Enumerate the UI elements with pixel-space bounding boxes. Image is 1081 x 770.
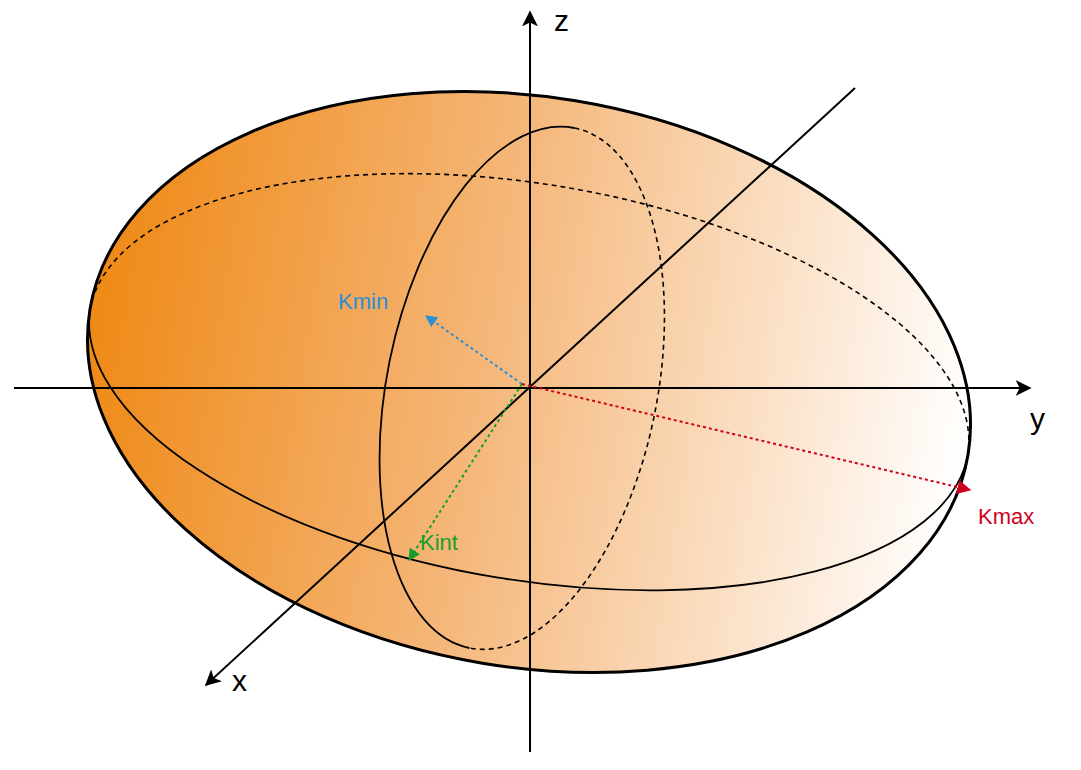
axis-label: z [554, 4, 569, 37]
section-front [380, 127, 575, 648]
axis-label: x [232, 664, 247, 697]
axis-label: y [1030, 402, 1045, 435]
principal-axis-label: Kint [420, 531, 458, 555]
y-axis [14, 387, 1030, 389]
kmax-axis [522, 384, 970, 490]
kmin-axis [426, 316, 522, 384]
principal-axis-label: Kmin [338, 290, 388, 314]
kint-axis [409, 384, 522, 560]
principal-axis-label: Kmax [978, 505, 1034, 529]
z-axis [529, 12, 531, 752]
equator-front [89, 309, 968, 590]
ellipsoid-outline [43, 28, 1014, 736]
